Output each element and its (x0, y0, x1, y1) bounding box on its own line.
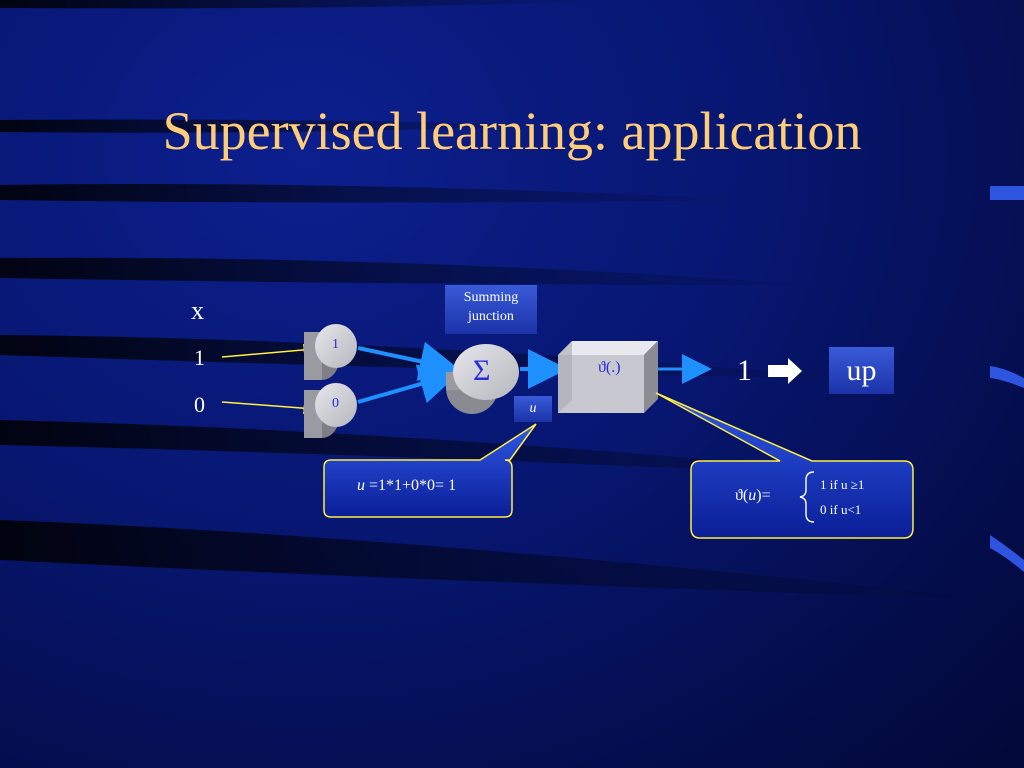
weight-node-1 (304, 324, 357, 380)
weight-label-2: 0 (332, 396, 339, 411)
input-value-2: 0 (194, 392, 205, 417)
weight-label-1: 1 (332, 337, 339, 352)
activation-box (558, 341, 658, 413)
activation-function-label: ϑ(.) (598, 359, 621, 376)
callout-theta-case1: 1 if u ≥1 (820, 477, 865, 492)
weight-node-2 (304, 383, 357, 438)
sigma-symbol: Σ (473, 354, 491, 387)
slide-title: Supervised learning: application (162, 101, 862, 161)
summing-junction (446, 344, 519, 414)
input-value-1: 1 (194, 345, 205, 370)
callout-u-text: u =1*1+0*0= 1 (357, 477, 457, 494)
brace-icon (799, 471, 815, 523)
weight-arrow-1 (357, 341, 460, 381)
right-arrow-icon (768, 358, 802, 384)
callout-u-shape (323, 423, 537, 518)
callout-theta-lhs: ϑ(u)= (735, 487, 771, 504)
input-header: x (191, 296, 204, 325)
output-value: 1 (737, 354, 752, 387)
callout-theta-case2: 0 if u<1 (820, 502, 862, 517)
summing-junction-label: Summing junction (445, 285, 537, 334)
callout-theta-shape (655, 392, 914, 539)
weight-arrow-2 (357, 364, 460, 404)
output-class-box: up (829, 347, 894, 394)
input-line-2 (221, 401, 316, 415)
input-line-1 (221, 343, 316, 358)
u-tag: u (514, 396, 552, 422)
